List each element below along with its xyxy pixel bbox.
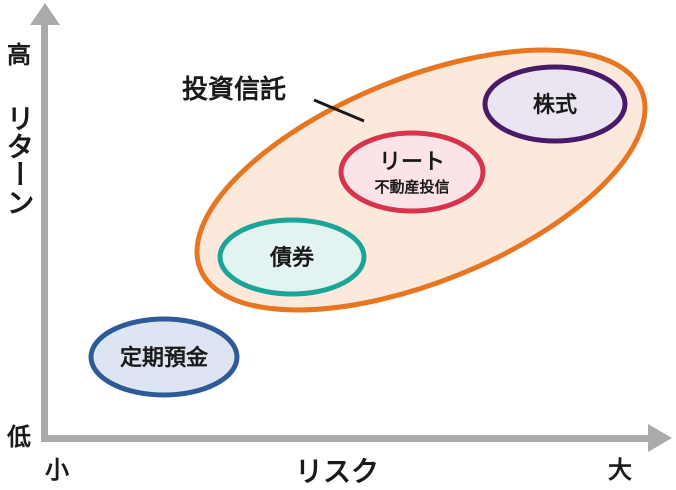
reit-item: リート 不動産投信 [338, 130, 486, 214]
reit-label: リート [379, 150, 445, 175]
deposit-ellipse [88, 316, 240, 398]
bond-ellipse [217, 217, 367, 297]
y-axis-title: リターン [3, 104, 36, 216]
x-axis-line [41, 435, 652, 442]
stock-ellipse [482, 64, 628, 144]
x-axis-low-label: 小 [45, 456, 69, 484]
y-axis-low-label: 低 [6, 423, 31, 451]
bond-label: 債券 [269, 245, 315, 271]
reit-sublabel: 不動産投信 [374, 178, 449, 196]
deposit-item: 定期預金 [88, 316, 240, 398]
axes [30, 3, 672, 452]
stock-item: 株式 [482, 64, 628, 144]
investment-trust-pointer-line [313, 98, 365, 123]
y-axis-line [41, 22, 48, 442]
deposit-label: 定期預金 [120, 345, 209, 371]
stock-label: 株式 [533, 93, 577, 118]
y-axis-arrow-icon [30, 3, 60, 25]
bond-item: 債券 [217, 217, 367, 297]
reit-ellipse [338, 130, 486, 214]
x-axis-title: リスク [295, 455, 379, 488]
x-axis-arrow-icon [648, 424, 672, 452]
y-axis-high-label: 高 [7, 41, 31, 69]
investment-trust-label: 投資信託 [182, 74, 286, 105]
x-axis-high-label: 大 [608, 456, 632, 484]
